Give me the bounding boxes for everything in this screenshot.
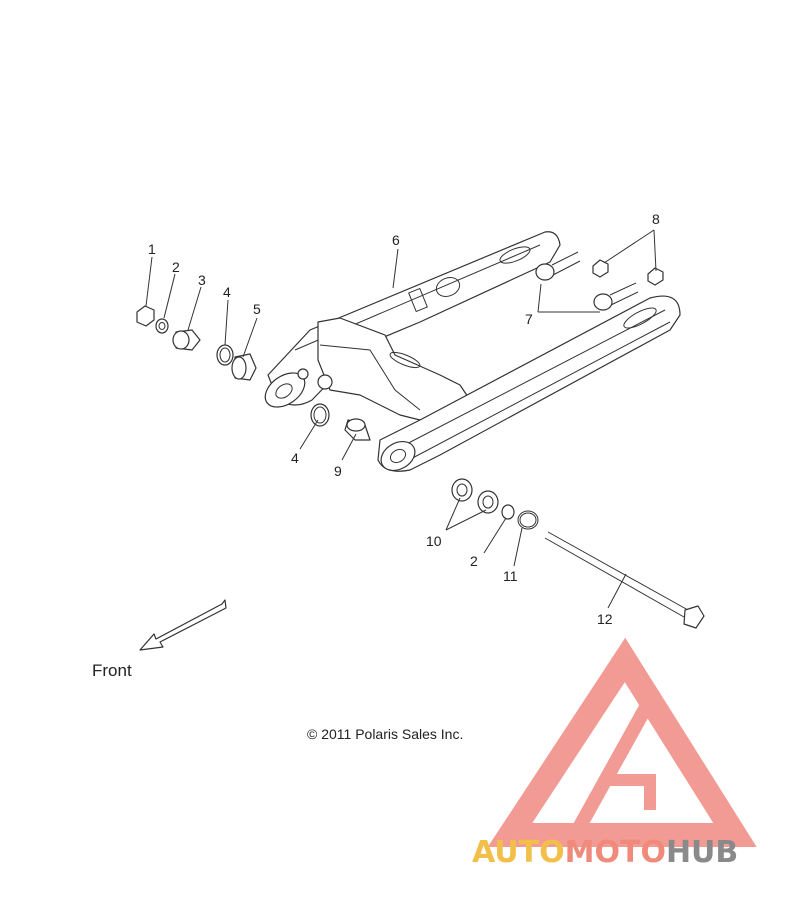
callout-2-upper: 2 — [172, 259, 180, 275]
callout-12: 12 — [597, 611, 613, 627]
callout-1: 1 — [148, 241, 156, 257]
callout-4-upper: 4 — [223, 284, 231, 300]
callout-11: 11 — [503, 568, 518, 584]
callout-9: 9 — [334, 463, 342, 479]
callout-8: 8 — [652, 211, 660, 227]
copyright-text: © 2011 Polaris Sales Inc. — [307, 726, 463, 742]
left-pivot-hardware — [136, 305, 257, 381]
callout-6: 6 — [392, 232, 400, 248]
callout-2-lower: 2 — [470, 553, 478, 569]
shock-mount-bolts — [535, 251, 664, 311]
callout-labels: 1 2 3 4 5 6 7 8 4 9 10 2 11 12 — [148, 211, 660, 627]
watermark-word-auto: AUTO — [472, 835, 565, 870]
lower-pivot-hardware — [310, 403, 705, 629]
watermark-word-moto: MOTO — [565, 835, 666, 870]
callout-4-lower: 4 — [291, 450, 299, 466]
leader-lines — [145, 229, 657, 609]
watermark-wordmark: AUTOMOTOHUB — [472, 835, 738, 870]
watermark-logo — [487, 637, 757, 847]
callout-7: 7 — [525, 311, 533, 327]
swingarm — [264, 231, 681, 472]
front-label: Front — [92, 661, 132, 680]
front-arrow-icon — [139, 599, 227, 651]
callout-5: 5 — [253, 301, 261, 317]
callout-10: 10 — [426, 533, 442, 549]
watermark-word-hub: HUB — [666, 835, 738, 870]
callout-3: 3 — [198, 272, 206, 288]
